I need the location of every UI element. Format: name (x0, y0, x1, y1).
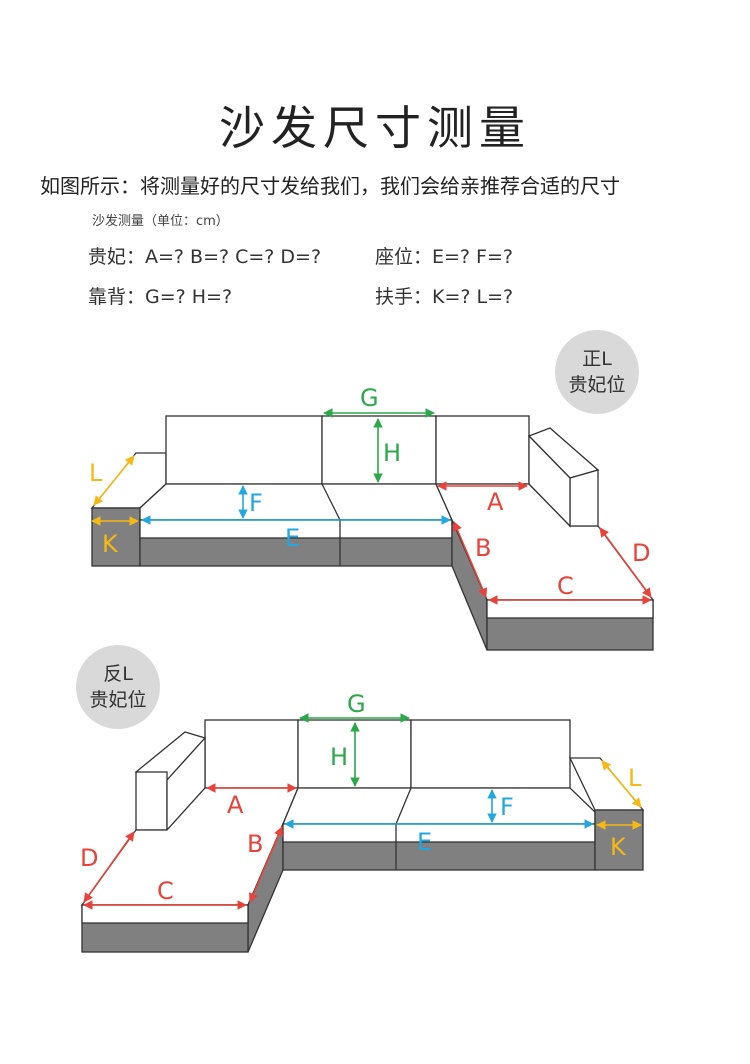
measure-row-back: 靠背：G=? H=? (88, 286, 233, 308)
label-a: A (487, 488, 504, 516)
labels-left-l: G H F E A B C D K L (80, 690, 642, 905)
sofa-left-l (80, 719, 645, 953)
backrest-mid (321, 415, 437, 485)
label2-h: H (330, 743, 348, 771)
badge-left-l: 反L 贵妃位 (76, 645, 160, 729)
labels-right-l: G H F E A B C D K L (89, 384, 650, 600)
seat2-top (282, 787, 596, 825)
label-d: D (632, 539, 650, 567)
dims-right-l (91, 408, 652, 605)
label-h: H (383, 439, 401, 467)
label2-b: B (247, 830, 263, 858)
dims-left-l (83, 713, 642, 910)
unit-note: 沙发测量（单位：cm） (92, 214, 229, 229)
measure-row-chaise: 贵妃：A=? B=? C=? D=? (88, 246, 322, 268)
seat-top (139, 483, 454, 521)
badge-right-l: 正L 贵妃位 (555, 330, 639, 414)
label2-d: D (80, 844, 98, 872)
label2-k: K (610, 833, 627, 861)
badge-left-l-line1: 反L (103, 663, 133, 685)
label2-f: F (500, 793, 514, 821)
backrest-left (165, 415, 323, 485)
backrest-right (435, 415, 530, 485)
label2-g: G (347, 690, 366, 718)
right-arm-front (569, 469, 599, 527)
right-arm-side (528, 434, 571, 528)
label-k: K (102, 530, 119, 558)
badge-right-l-line1: 正L (582, 348, 612, 370)
label-l: L (89, 459, 103, 487)
badge-right-l-line2: 贵妃位 (568, 374, 626, 396)
sofa-right-l (90, 415, 655, 651)
left-arm2-front (135, 771, 168, 831)
badge-left-l-line2: 贵妃位 (89, 689, 147, 711)
intro-text: 如图所示：将测量好的尺寸发给我们，我们会给亲推荐合适的尺寸 (40, 174, 620, 198)
page-title: 沙发尺寸测量 (219, 101, 531, 155)
label-e: E (285, 524, 300, 552)
measure-row-seat: 座位：E=? F=? (375, 246, 513, 268)
label-c: C (557, 572, 574, 600)
label-f: F (249, 489, 263, 517)
backrest2-left (204, 719, 299, 789)
label2-e: E (417, 828, 432, 856)
label-b: B (475, 534, 491, 562)
label2-c: C (157, 877, 174, 905)
right-arm2-front (594, 809, 644, 871)
label-g: G (360, 384, 379, 412)
backrest2-right (410, 719, 571, 789)
label2-a: A (227, 791, 244, 819)
measure-row-arm: 扶手：K=? L=? (375, 286, 514, 308)
label2-l: L (628, 764, 642, 792)
